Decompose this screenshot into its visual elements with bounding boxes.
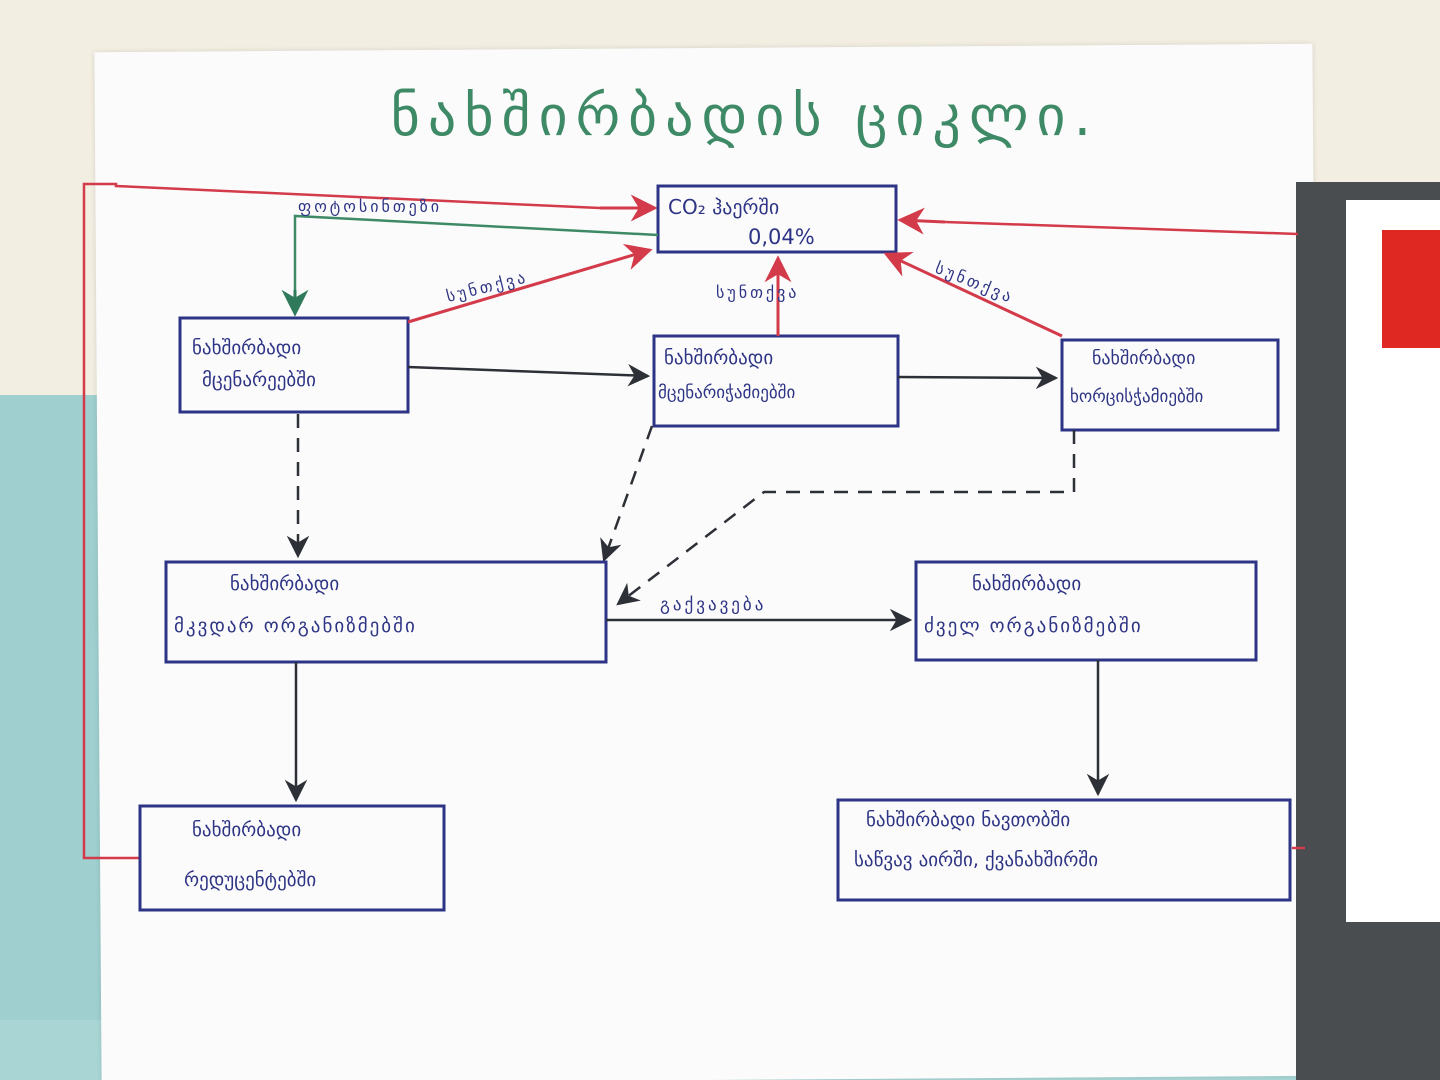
photosynthesis-label: ფოტოსინთეზი	[298, 197, 442, 216]
fossilization-label: გაქვავება	[660, 595, 766, 615]
side-board-red-card	[1382, 230, 1440, 348]
fuels-return-arrow	[897, 207, 946, 235]
respiration-herbivores-label: სუნთქვა	[716, 283, 799, 302]
dead-organisms-label-line2: მკვდარ ორგანიზმებში	[174, 615, 417, 637]
fossil-fuels-label-line2: საწვავ აირში, ქვანახშირში	[854, 849, 1098, 871]
plants-to-herbivores-arrow	[407, 363, 651, 387]
decomposers-box	[138, 804, 446, 912]
respiration-carnivores-arrow	[883, 252, 1063, 338]
herbivores-label-line2: მცენარიჭამიებში	[658, 383, 795, 403]
plants-label-line1: ნახშირბადი	[192, 337, 301, 359]
fossil-fuels-box	[836, 798, 1292, 902]
herbivores-to-carnivores-arrow	[897, 366, 1059, 390]
dead-organisms-label-line1: ნახშირბადი	[230, 573, 339, 595]
co2-label-line1: CO₂ ჰაერში	[668, 195, 779, 219]
decomposers-label-line2: რედუცენტებში	[184, 869, 316, 891]
carnivores-box	[1060, 338, 1280, 432]
co2-box	[656, 184, 898, 254]
photosynthesis-line	[293, 214, 659, 290]
decomposers-label-line1: ნახშირბადი	[192, 819, 301, 841]
herbivores-box	[652, 334, 900, 428]
herbivores-label-line1: ნახშირბადი	[664, 347, 773, 369]
respiration-plants-arrow	[407, 243, 653, 324]
diagram-title: ნახშირბადის ციკლი.	[391, 84, 1100, 149]
ancient-organisms-box	[914, 560, 1258, 662]
carnivores-to-dead-dashed	[616, 430, 1076, 606]
decomposers-return-line	[82, 182, 601, 860]
carnivores-label-line2: ხორცისჭამიებში	[1070, 387, 1203, 407]
co2-label-line2: 0,04%	[748, 225, 815, 249]
carnivores-label-line1: ნახშირბადი	[1092, 348, 1195, 369]
dead-organisms-box	[164, 560, 608, 664]
fuels-return-line	[944, 220, 1305, 850]
ancient-organisms-label-line1: ნახშირბადი	[972, 573, 1081, 595]
respiration-plants-label: სუნთქვა	[444, 267, 530, 306]
plants-box	[178, 316, 410, 414]
ancient-organisms-label-line2: ძველ ორგანიზმებში	[924, 615, 1143, 637]
herbivores-to-dead-dashed	[600, 425, 654, 563]
fossil-fuels-label-line1: ნახშირბადი ნავთობში	[866, 809, 1070, 831]
plants-label-line2: მცენარეებში	[202, 369, 316, 391]
